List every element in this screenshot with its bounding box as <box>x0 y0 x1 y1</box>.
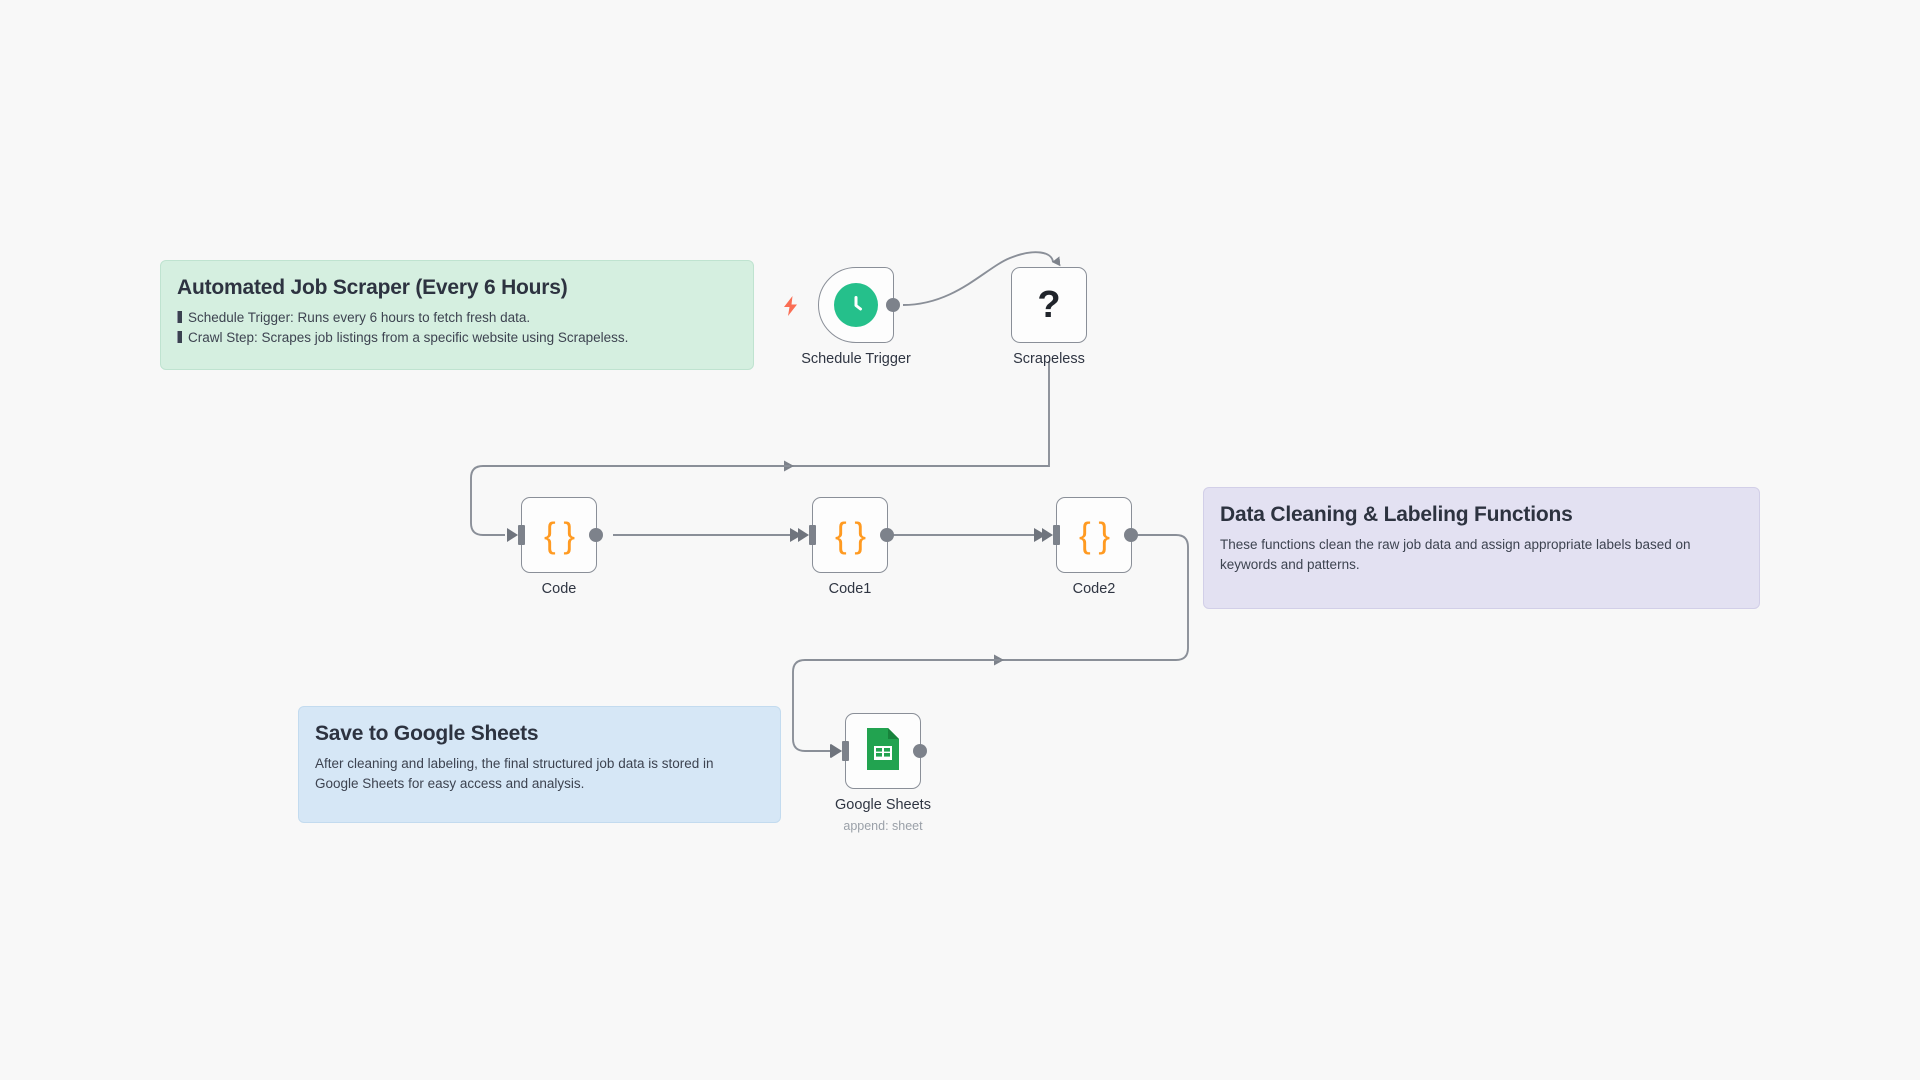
clock-glyph <box>843 292 869 318</box>
google-sheets-icon <box>864 726 902 777</box>
input-port[interactable] <box>1053 525 1060 545</box>
node-label: Google Sheets <box>835 797 931 813</box>
output-port[interactable] <box>886 298 900 312</box>
node-google-sheets[interactable]: Google Sheets append: sheet <box>845 713 921 789</box>
sticky-note-title: Data Cleaning & Labeling Functions <box>1220 502 1743 527</box>
lightning-bolt-glyph <box>782 296 800 316</box>
node-body-code2[interactable]: { } <box>1056 497 1132 573</box>
node-code2[interactable]: { } Code2 <box>1056 497 1132 573</box>
google-sheets-glyph <box>864 726 902 772</box>
connection-code-to-code1 <box>613 528 802 542</box>
bullet-bar-icon <box>177 311 182 323</box>
input-port[interactable] <box>809 525 816 545</box>
output-port[interactable] <box>589 528 603 542</box>
code-braces-icon: { } <box>544 518 574 553</box>
sticky-note-automated-job-scraper[interactable]: Automated Job Scraper (Every 6 Hours) Sc… <box>160 260 754 370</box>
sticky-note-bullet-text: Crawl Step: Scrapes job listings from a … <box>188 330 628 345</box>
node-label: Code <box>542 581 577 597</box>
sticky-note-title: Automated Job Scraper (Every 6 Hours) <box>177 275 737 300</box>
sticky-note-bullet-line: Schedule Trigger: Runs every 6 hours to … <box>177 308 737 328</box>
bullet-bar-icon <box>177 331 182 343</box>
code-braces-icon: { } <box>1079 518 1109 553</box>
sticky-note-data-cleaning[interactable]: Data Cleaning & Labeling Functions These… <box>1203 487 1760 609</box>
node-scrapeless[interactable]: ? Scrapeless <box>1011 267 1087 343</box>
node-body-code[interactable]: { } <box>521 497 597 573</box>
node-code[interactable]: { } Code <box>521 497 597 573</box>
node-body-scrapeless[interactable]: ? <box>1011 267 1087 343</box>
sticky-note-save-google-sheets[interactable]: Save to Google Sheets After cleaning and… <box>298 706 781 823</box>
node-body-google-sheets[interactable] <box>845 713 921 789</box>
sticky-note-body: These functions clean the raw job data a… <box>1220 535 1735 574</box>
node-label: Code2 <box>1073 581 1116 597</box>
output-port[interactable] <box>880 528 894 542</box>
node-body-code1[interactable]: { } <box>812 497 888 573</box>
question-mark-icon: ? <box>1037 286 1060 324</box>
sticky-note-body: Schedule Trigger: Runs every 6 hours to … <box>177 308 737 347</box>
sticky-note-title: Save to Google Sheets <box>315 721 764 746</box>
code-braces-icon: { } <box>835 518 865 553</box>
sticky-note-body: After cleaning and labeling, the final s… <box>315 754 755 793</box>
node-label: Schedule Trigger <box>801 351 911 367</box>
clock-icon <box>834 283 878 327</box>
input-port[interactable] <box>518 525 525 545</box>
output-port[interactable] <box>1124 528 1138 542</box>
lightning-bolt-icon <box>780 295 802 317</box>
node-label: Code1 <box>829 581 872 597</box>
node-sublabel: append: sheet <box>843 819 922 833</box>
output-port[interactable] <box>913 744 927 758</box>
node-schedule-trigger[interactable]: Schedule Trigger <box>818 267 894 343</box>
sticky-note-bullet-line: Crawl Step: Scrapes job listings from a … <box>177 328 737 348</box>
node-label: Scrapeless <box>1013 351 1085 367</box>
node-code1[interactable]: { } Code1 <box>812 497 888 573</box>
node-body-schedule-trigger[interactable] <box>818 267 894 343</box>
sticky-note-bullet-text: Schedule Trigger: Runs every 6 hours to … <box>188 310 530 325</box>
input-port[interactable] <box>842 741 849 761</box>
